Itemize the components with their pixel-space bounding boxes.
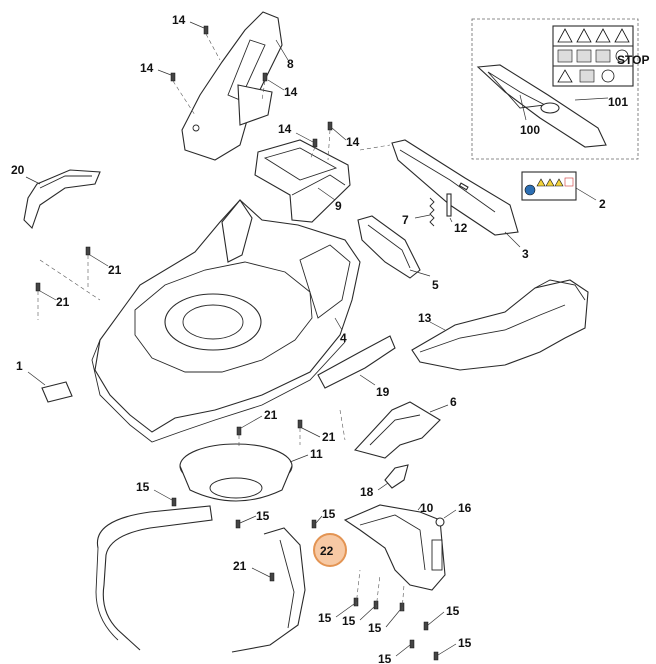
callout-21: 21 xyxy=(264,408,278,422)
callout-21: 21 xyxy=(108,263,122,277)
callout-15: 15 xyxy=(136,480,150,494)
part-6-guard: 6 xyxy=(353,395,457,459)
main-deck-housing: 4 xyxy=(91,199,361,443)
part-9-cover: 9 xyxy=(254,139,351,223)
callout-11: 11 xyxy=(310,447,323,461)
callout-101: 101 xyxy=(608,95,628,109)
callout-19: 19 xyxy=(376,385,390,399)
skirt-band xyxy=(95,505,306,653)
callout-13: 13 xyxy=(418,311,432,325)
part-3-rear-flap: 3 xyxy=(391,139,529,261)
callout-20: 20 xyxy=(11,163,25,177)
part-8-handle-bracket: 8 xyxy=(181,11,294,161)
part-18-clip: 18 xyxy=(360,464,409,499)
part-13-chute: 13 xyxy=(411,279,589,371)
callout-18: 18 xyxy=(360,485,374,499)
part-20-trim: 20 xyxy=(11,163,101,230)
part-100-101-shroud xyxy=(476,64,609,148)
part-10-chute-frame: 10 xyxy=(343,501,446,591)
callout-15: 15 xyxy=(322,507,336,521)
callout-14: 14 xyxy=(284,85,298,99)
part-19-strip: 19 xyxy=(317,335,396,399)
part-7-spring: 7 xyxy=(402,197,435,227)
warning-decal-sheet: STOP xyxy=(552,25,649,87)
callout-6: 6 xyxy=(450,395,457,409)
callout-1: 1 xyxy=(16,359,23,373)
callout-15: 15 xyxy=(318,611,332,625)
inset-box: STOP 100 101 xyxy=(471,18,649,160)
callout-12: 12 xyxy=(454,221,468,235)
callout-21: 21 xyxy=(56,295,70,309)
callout-15: 15 xyxy=(256,509,270,523)
part-11-bowl: 11 xyxy=(179,443,323,502)
part-2-decal: 2 xyxy=(521,171,606,211)
callout-16: 16 xyxy=(458,501,472,515)
callout-22: 22 xyxy=(320,544,334,558)
repeated-callouts: 14 14 14 14 14 21 21 21 21 21 15 15 15 1… xyxy=(39,13,472,664)
callout-100: 100 xyxy=(520,123,540,137)
part-12-pin: 12 xyxy=(446,193,468,235)
callout-15: 15 xyxy=(378,652,392,664)
screws xyxy=(35,25,439,661)
callout-14: 14 xyxy=(172,13,186,27)
callout-14: 14 xyxy=(278,122,292,136)
callout-10: 10 xyxy=(420,501,434,515)
callout-2: 2 xyxy=(599,197,606,211)
callout-21: 21 xyxy=(322,430,336,444)
part-16-grommet: 16 xyxy=(435,501,472,527)
part-1-label-card: 1 xyxy=(16,359,73,403)
assembly-lines xyxy=(37,33,405,612)
callout-4: 4 xyxy=(340,331,347,345)
part-22-callout: 22 xyxy=(313,533,347,567)
callout-9: 9 xyxy=(335,199,342,213)
callout-15: 15 xyxy=(446,604,460,618)
part-5-bracket: 5 xyxy=(357,215,439,292)
callout-15: 15 xyxy=(368,621,382,635)
callout-14: 14 xyxy=(346,135,360,149)
callout-21: 21 xyxy=(233,559,247,573)
callout-5: 5 xyxy=(432,278,439,292)
callout-3: 3 xyxy=(522,247,529,261)
callout-15: 15 xyxy=(342,614,356,628)
callout-7: 7 xyxy=(402,213,409,227)
callout-15: 15 xyxy=(458,636,472,650)
callout-8: 8 xyxy=(287,57,294,71)
callout-14: 14 xyxy=(140,61,154,75)
stop-text: STOP xyxy=(617,53,649,67)
